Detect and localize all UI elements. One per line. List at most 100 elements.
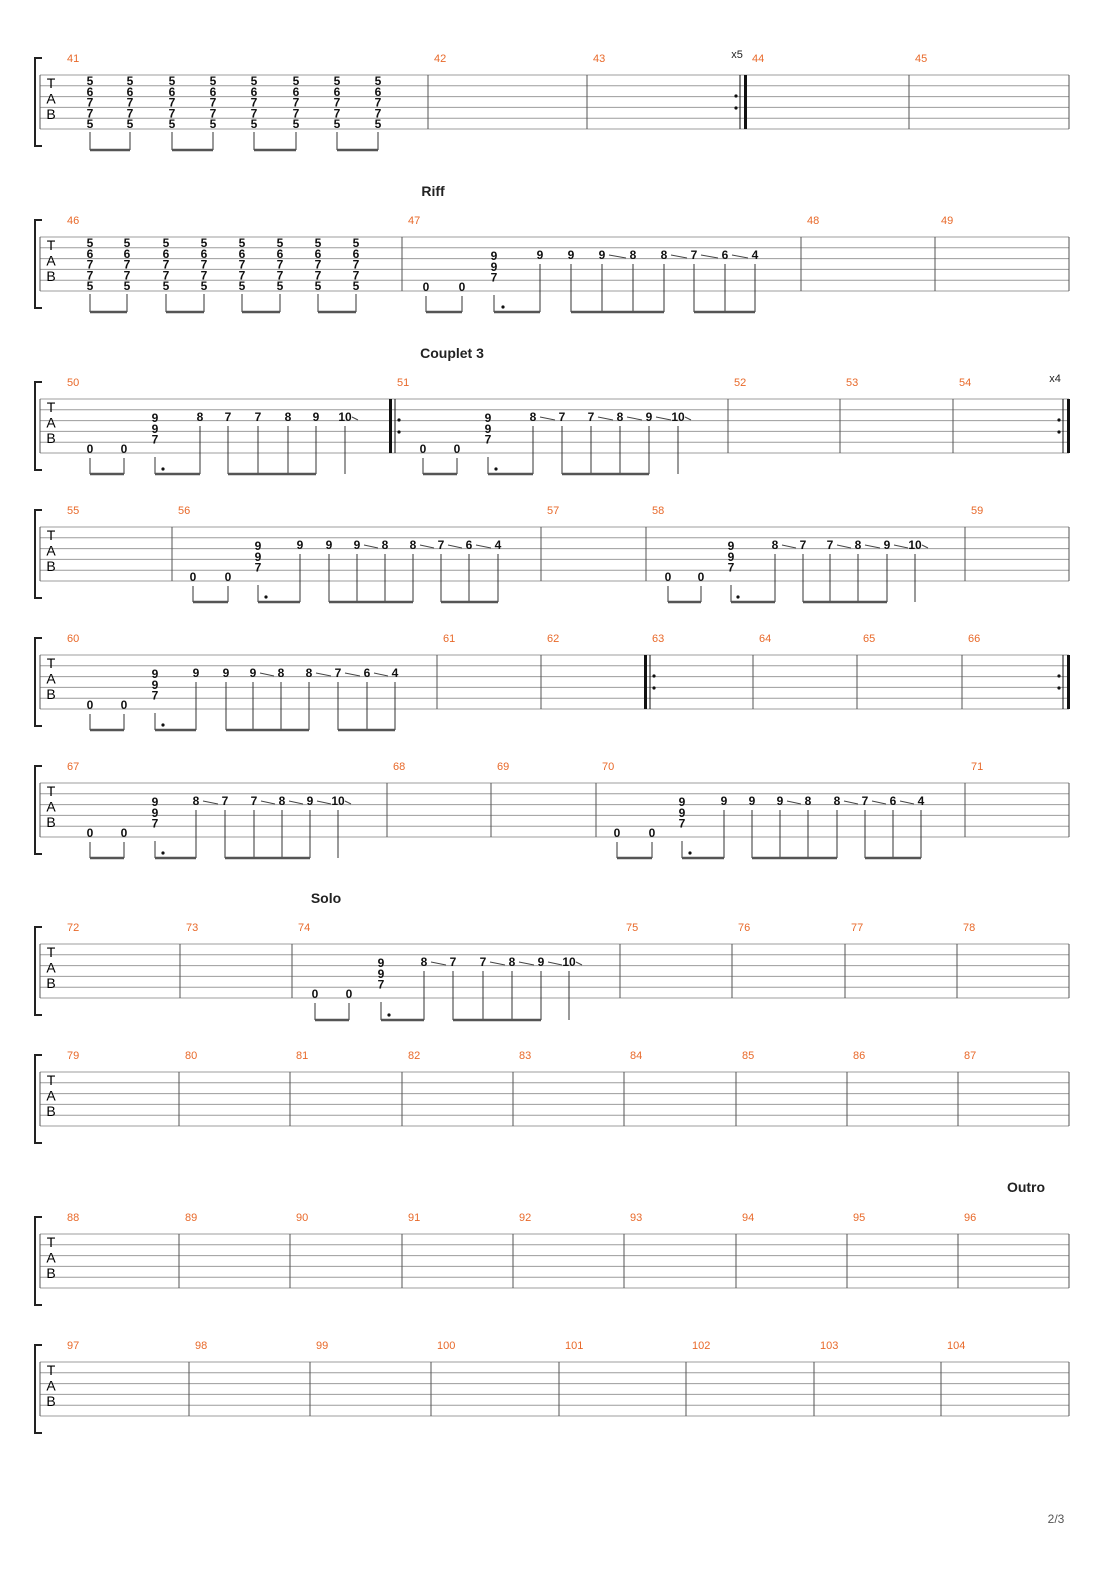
fret-number: 7 xyxy=(225,410,232,424)
fret-number: 5 xyxy=(163,279,170,293)
slide-mark xyxy=(575,961,583,966)
tab-clef-letter: B xyxy=(46,558,55,574)
fret-number: 9 xyxy=(749,794,756,808)
fret-number: 8 xyxy=(197,410,204,424)
fret-number: 9 xyxy=(326,538,333,552)
fret-number: 9 xyxy=(721,794,728,808)
slide-mark xyxy=(670,254,688,259)
measure-number: 84 xyxy=(630,1050,642,1062)
tab-clef-letter: A xyxy=(46,415,56,431)
fret-number: 8 xyxy=(772,538,779,552)
fret-number: 7 xyxy=(127,96,134,110)
fret-number: 0 xyxy=(87,698,94,712)
measure-number: 42 xyxy=(434,53,446,65)
fret-number: 5 xyxy=(353,279,360,293)
fret-number: 7 xyxy=(728,561,735,575)
fret-number: 7 xyxy=(353,268,360,282)
fret-number: 0 xyxy=(121,826,128,840)
slide-mark xyxy=(836,544,852,549)
fret-number: 6 xyxy=(163,247,170,261)
fret-number: 9 xyxy=(679,806,686,820)
fret-number: 9 xyxy=(884,538,891,552)
slide-mark xyxy=(373,672,389,677)
fret-number: 7 xyxy=(334,106,341,120)
rhythm-dot xyxy=(161,467,165,471)
slide-mark xyxy=(475,544,492,549)
fret-number: 5 xyxy=(169,74,176,88)
measure-number: 62 xyxy=(547,633,559,645)
measure-number: 61 xyxy=(443,633,455,645)
measure-number: 80 xyxy=(185,1050,197,1062)
measure-number: 65 xyxy=(863,633,875,645)
fret-number: 7 xyxy=(315,268,322,282)
slide-mark xyxy=(608,254,627,259)
fret-number: 5 xyxy=(293,117,300,131)
repeat-end-thick-bar xyxy=(1067,655,1070,709)
fret-number: 9 xyxy=(485,422,492,436)
fret-number: 9 xyxy=(250,666,257,680)
fret-number: 7 xyxy=(491,271,498,285)
fret-number: 6 xyxy=(87,247,94,261)
fret-number: 7 xyxy=(239,268,246,282)
measure-number: 63 xyxy=(652,633,664,645)
repeat-dot xyxy=(1057,674,1061,678)
fret-number: 0 xyxy=(459,280,466,294)
fret-number: 5 xyxy=(239,236,246,250)
repeat-dot xyxy=(652,686,656,690)
slide-mark xyxy=(626,416,643,421)
tab-clef-letter: B xyxy=(46,1103,55,1119)
measure-number: 85 xyxy=(742,1050,754,1062)
fret-number: 9 xyxy=(646,410,653,424)
repeat-dot xyxy=(734,106,738,110)
fret-number: 7 xyxy=(255,410,262,424)
fret-number: 4 xyxy=(495,538,502,552)
fret-number: 5 xyxy=(375,117,382,131)
tab-clef-letter: A xyxy=(46,671,56,687)
repeat-dot xyxy=(1057,418,1061,422)
repeat-dot xyxy=(1057,430,1061,434)
fret-number: 6 xyxy=(353,247,360,261)
fret-number: 0 xyxy=(312,987,319,1001)
fret-number: 9 xyxy=(193,666,200,680)
fret-number: 8 xyxy=(834,794,841,808)
tab-clef-letter: A xyxy=(46,91,56,107)
measure-number: 83 xyxy=(519,1050,531,1062)
fret-number: 7 xyxy=(163,268,170,282)
slide-mark xyxy=(447,544,463,549)
slide-mark xyxy=(344,800,352,805)
fret-number: 0 xyxy=(87,442,94,456)
fret-number: 5 xyxy=(239,279,246,293)
fret-number: 5 xyxy=(87,236,94,250)
fret-number: 5 xyxy=(315,236,322,250)
tab-clef-letter: B xyxy=(46,686,55,702)
fret-number: 5 xyxy=(315,279,322,293)
fret-number: 5 xyxy=(334,74,341,88)
fret-number: 8 xyxy=(855,538,862,552)
measure-number: 93 xyxy=(630,1212,642,1224)
repeat-end-thick-bar xyxy=(1067,399,1070,453)
slide-mark xyxy=(655,416,672,421)
slide-mark xyxy=(871,800,887,805)
fret-number: 9 xyxy=(152,806,159,820)
measure-number: 87 xyxy=(964,1050,976,1062)
tab-clef-letter: T xyxy=(47,944,56,960)
system-bracket xyxy=(34,381,42,471)
fret-number: 4 xyxy=(918,794,925,808)
system-bracket xyxy=(34,219,42,309)
measure-number: 59 xyxy=(971,505,983,517)
slide-mark xyxy=(547,961,563,966)
repeat-dot xyxy=(734,94,738,98)
fret-number: 5 xyxy=(293,74,300,88)
fret-number: 7 xyxy=(210,106,217,120)
fret-number: 0 xyxy=(190,570,197,584)
slide-mark xyxy=(363,544,379,549)
measure-number: 78 xyxy=(963,922,975,934)
fret-number: 7 xyxy=(691,248,698,262)
fret-number: 0 xyxy=(665,570,672,584)
fret-number: 7 xyxy=(559,410,566,424)
slide-mark xyxy=(202,800,219,805)
slide-mark xyxy=(351,416,359,421)
fret-number: 7 xyxy=(375,106,382,120)
fret-number: 7 xyxy=(378,978,385,992)
tab-clef-letter: T xyxy=(47,655,56,671)
